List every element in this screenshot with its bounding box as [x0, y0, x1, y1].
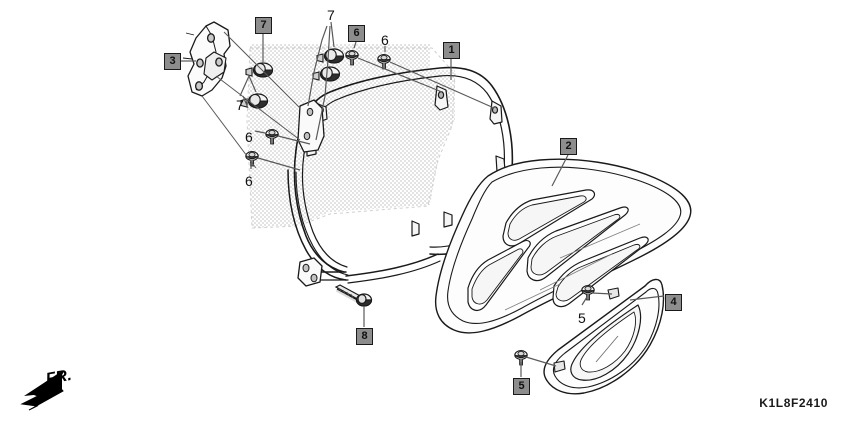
- label-7-left: 7: [236, 97, 244, 113]
- drawing-part-number: K1L8F2410: [759, 396, 828, 410]
- label-6-mid-left: 6: [245, 129, 253, 145]
- label-5-upper: 5: [578, 310, 586, 326]
- bolt-8-long: [334, 284, 373, 307]
- label-6-lower-left: 6: [245, 173, 253, 189]
- fastener-group: [240, 48, 595, 366]
- leader-lines: [181, 21, 665, 377]
- part-2-luggage-carrier-plate: [434, 158, 692, 334]
- label-7-upper: 7: [327, 7, 335, 23]
- callout-7-bolt[interactable]: 7: [255, 17, 272, 34]
- callout-1-grab-rail[interactable]: 1: [443, 42, 460, 59]
- callout-6-bolt[interactable]: 6: [348, 25, 365, 42]
- part-3-mounting-bracket: [182, 21, 231, 97]
- label-6-upper-right: 6: [381, 32, 389, 48]
- callout-2-carrier-plate[interactable]: 2: [560, 138, 577, 155]
- stippled-reference-region: [246, 44, 456, 229]
- part-4-side-garnish-panel: [543, 278, 665, 395]
- callout-4-side-panel[interactable]: 4: [665, 294, 682, 311]
- callout-3-bracket[interactable]: 3: [164, 53, 181, 70]
- callout-8-long-bolt[interactable]: 8: [356, 328, 373, 345]
- callout-5-bolt-lower[interactable]: 5: [513, 378, 530, 395]
- front-direction-arrow: [20, 370, 65, 411]
